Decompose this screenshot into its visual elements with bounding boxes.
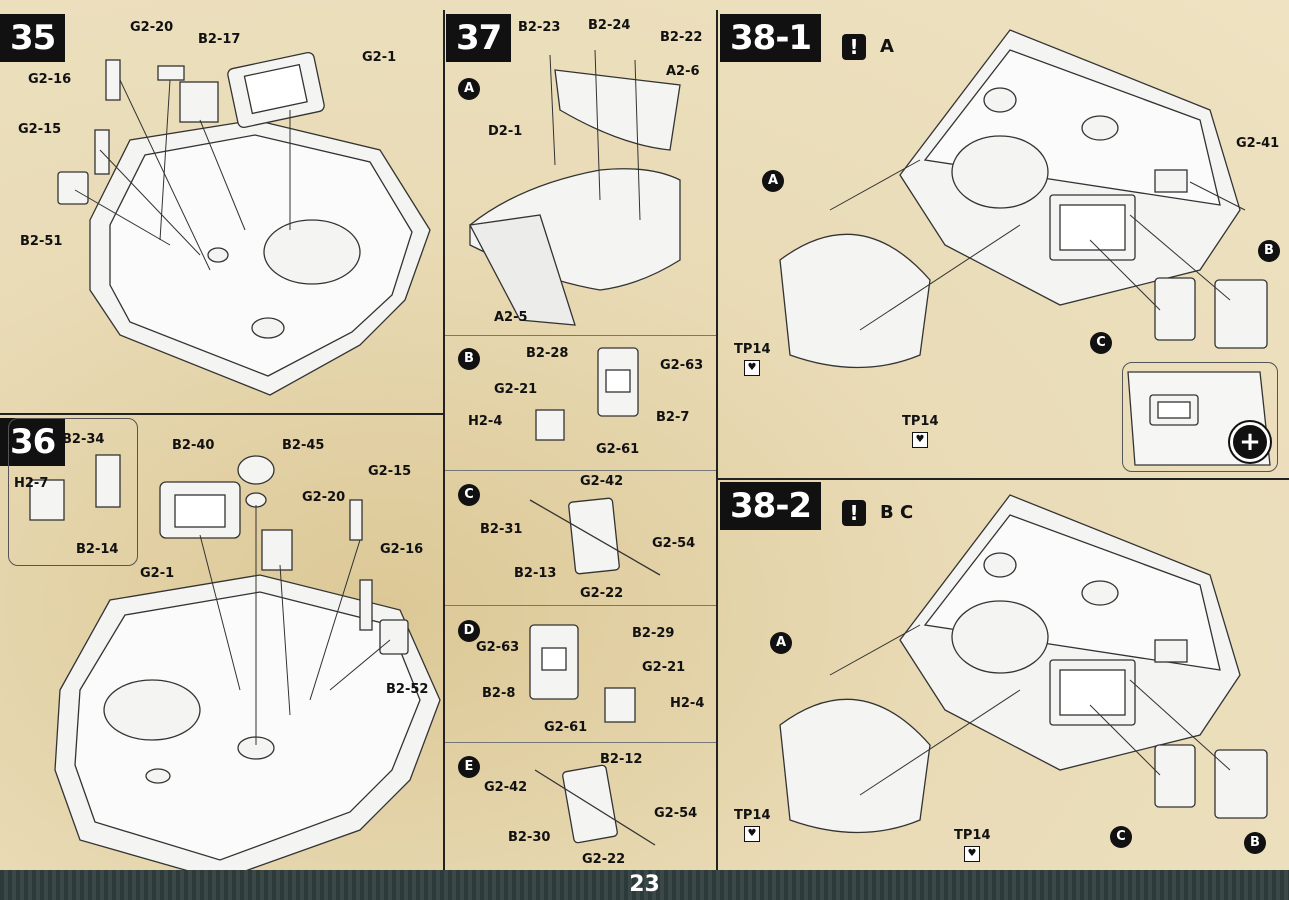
part-label: B2-31	[480, 522, 523, 537]
part-label: B2-14	[76, 542, 119, 557]
callout-badge-b: B	[1258, 240, 1280, 262]
part-label: G2-42	[484, 780, 528, 795]
part-label: G2-22	[580, 586, 624, 601]
step38-1-turret-drawing	[779, 29, 1268, 369]
glue-icon: ♥	[744, 826, 760, 842]
part-label: G2-20	[302, 490, 346, 505]
part-label: G2-15	[368, 464, 412, 479]
part-label: B2-30	[508, 830, 551, 845]
part-label: H2-4	[468, 414, 503, 429]
part-label: G2-42	[580, 474, 624, 489]
divider-left-mid	[443, 10, 445, 872]
part-label: G2-61	[596, 442, 640, 457]
divider-37a-37b	[445, 335, 716, 336]
substep-badge-d: D	[458, 620, 480, 642]
exclamation-icon: !	[842, 34, 866, 60]
assembly-illustrations	[29, 29, 1271, 870]
step-number-37: 37	[446, 14, 512, 62]
part-label: G2-16	[380, 542, 424, 557]
part-label: G2-15	[18, 122, 62, 137]
callout-badge-a: A	[770, 632, 792, 654]
part-label: B2-28	[526, 346, 569, 361]
step36-turret-drawing	[29, 454, 441, 870]
divider-38-1-38-2	[716, 478, 1289, 480]
divider-37c-37d	[445, 605, 716, 606]
part-label: G2-22	[582, 852, 626, 867]
part-label: B2-13	[514, 566, 557, 581]
variant-note: B C	[880, 502, 914, 523]
callout-badge-b: B	[1244, 832, 1266, 854]
part-label: G2-21	[494, 382, 538, 397]
part-label: B2-23	[518, 20, 561, 35]
variant-note: A	[880, 36, 894, 57]
part-label: B2-40	[172, 438, 215, 453]
substep-badge-c: C	[458, 484, 480, 506]
substep-badge-b: B	[458, 348, 480, 370]
part-label: G2-63	[660, 358, 704, 373]
part-label: G2-54	[654, 806, 698, 821]
step37c-hatch-drawing	[529, 497, 661, 576]
part-label: TP14	[734, 808, 771, 823]
divider-35-36	[0, 413, 443, 415]
divider-37d-37e	[445, 742, 716, 743]
part-label: B2-7	[656, 410, 690, 425]
step37b-hatch-drawing	[535, 347, 639, 441]
divider-mid-right	[716, 10, 718, 872]
part-label: B2-29	[632, 626, 675, 641]
callout-badge-c: C	[1090, 332, 1112, 354]
part-label: B2-12	[600, 752, 643, 767]
part-label: TP14	[954, 828, 991, 843]
step-number-38-2: 38-2	[720, 482, 822, 530]
part-label: D2-1	[488, 124, 523, 139]
glue-icon: ♥	[744, 360, 760, 376]
part-label: G2-21	[642, 660, 686, 675]
step36-subassembly-box	[8, 418, 138, 566]
part-label: G2-1	[362, 50, 397, 65]
part-label: B2-51	[20, 234, 63, 249]
part-label: H2-7	[14, 476, 49, 491]
part-label: TP14	[902, 414, 939, 429]
divider-37b-37c	[445, 470, 716, 471]
exclamation-icon: !	[842, 500, 866, 526]
footer-bar	[0, 870, 1289, 900]
substep-badge-a: A	[458, 78, 480, 100]
callout-badge-a: A	[762, 170, 784, 192]
part-label: G2-1	[140, 566, 175, 581]
part-label: A2-6	[666, 64, 700, 79]
part-label: G2-16	[28, 72, 72, 87]
callout-badge-c: C	[1110, 826, 1132, 848]
part-label: B2-45	[282, 438, 325, 453]
part-label: G2-54	[652, 536, 696, 551]
step37e-hatch-drawing	[534, 764, 656, 846]
part-label: B2-34	[62, 432, 105, 447]
part-label: G2-63	[476, 640, 520, 655]
substep-badge-e: E	[458, 756, 480, 778]
part-label: B2-17	[198, 32, 241, 47]
part-label: B2-8	[482, 686, 516, 701]
part-label: H2-4	[670, 696, 705, 711]
part-label: G2-61	[544, 720, 588, 735]
glue-icon: ♥	[964, 846, 980, 862]
part-label: G2-20	[130, 20, 174, 35]
part-label: TP14	[734, 342, 771, 357]
page-number: 23	[629, 872, 660, 897]
step-number-35: 35	[0, 14, 66, 62]
step-number-38-1: 38-1	[720, 14, 822, 62]
part-label: G2-41	[1236, 136, 1280, 151]
part-label: B2-52	[386, 682, 429, 697]
step37a-mantlet-drawing	[468, 69, 681, 326]
step37d-hatch-drawing	[529, 624, 636, 723]
step38-2-turret-drawing	[779, 494, 1268, 834]
part-label: B2-22	[660, 30, 703, 45]
glue-icon: ♥	[912, 432, 928, 448]
part-label: A2-5	[494, 310, 528, 325]
zoom-in-icon: +	[1230, 422, 1270, 462]
zoom-inset-box	[1122, 362, 1278, 472]
part-label: B2-24	[588, 18, 631, 33]
step35-turret-drawing	[57, 51, 431, 396]
step-number-36: 36	[0, 418, 66, 466]
